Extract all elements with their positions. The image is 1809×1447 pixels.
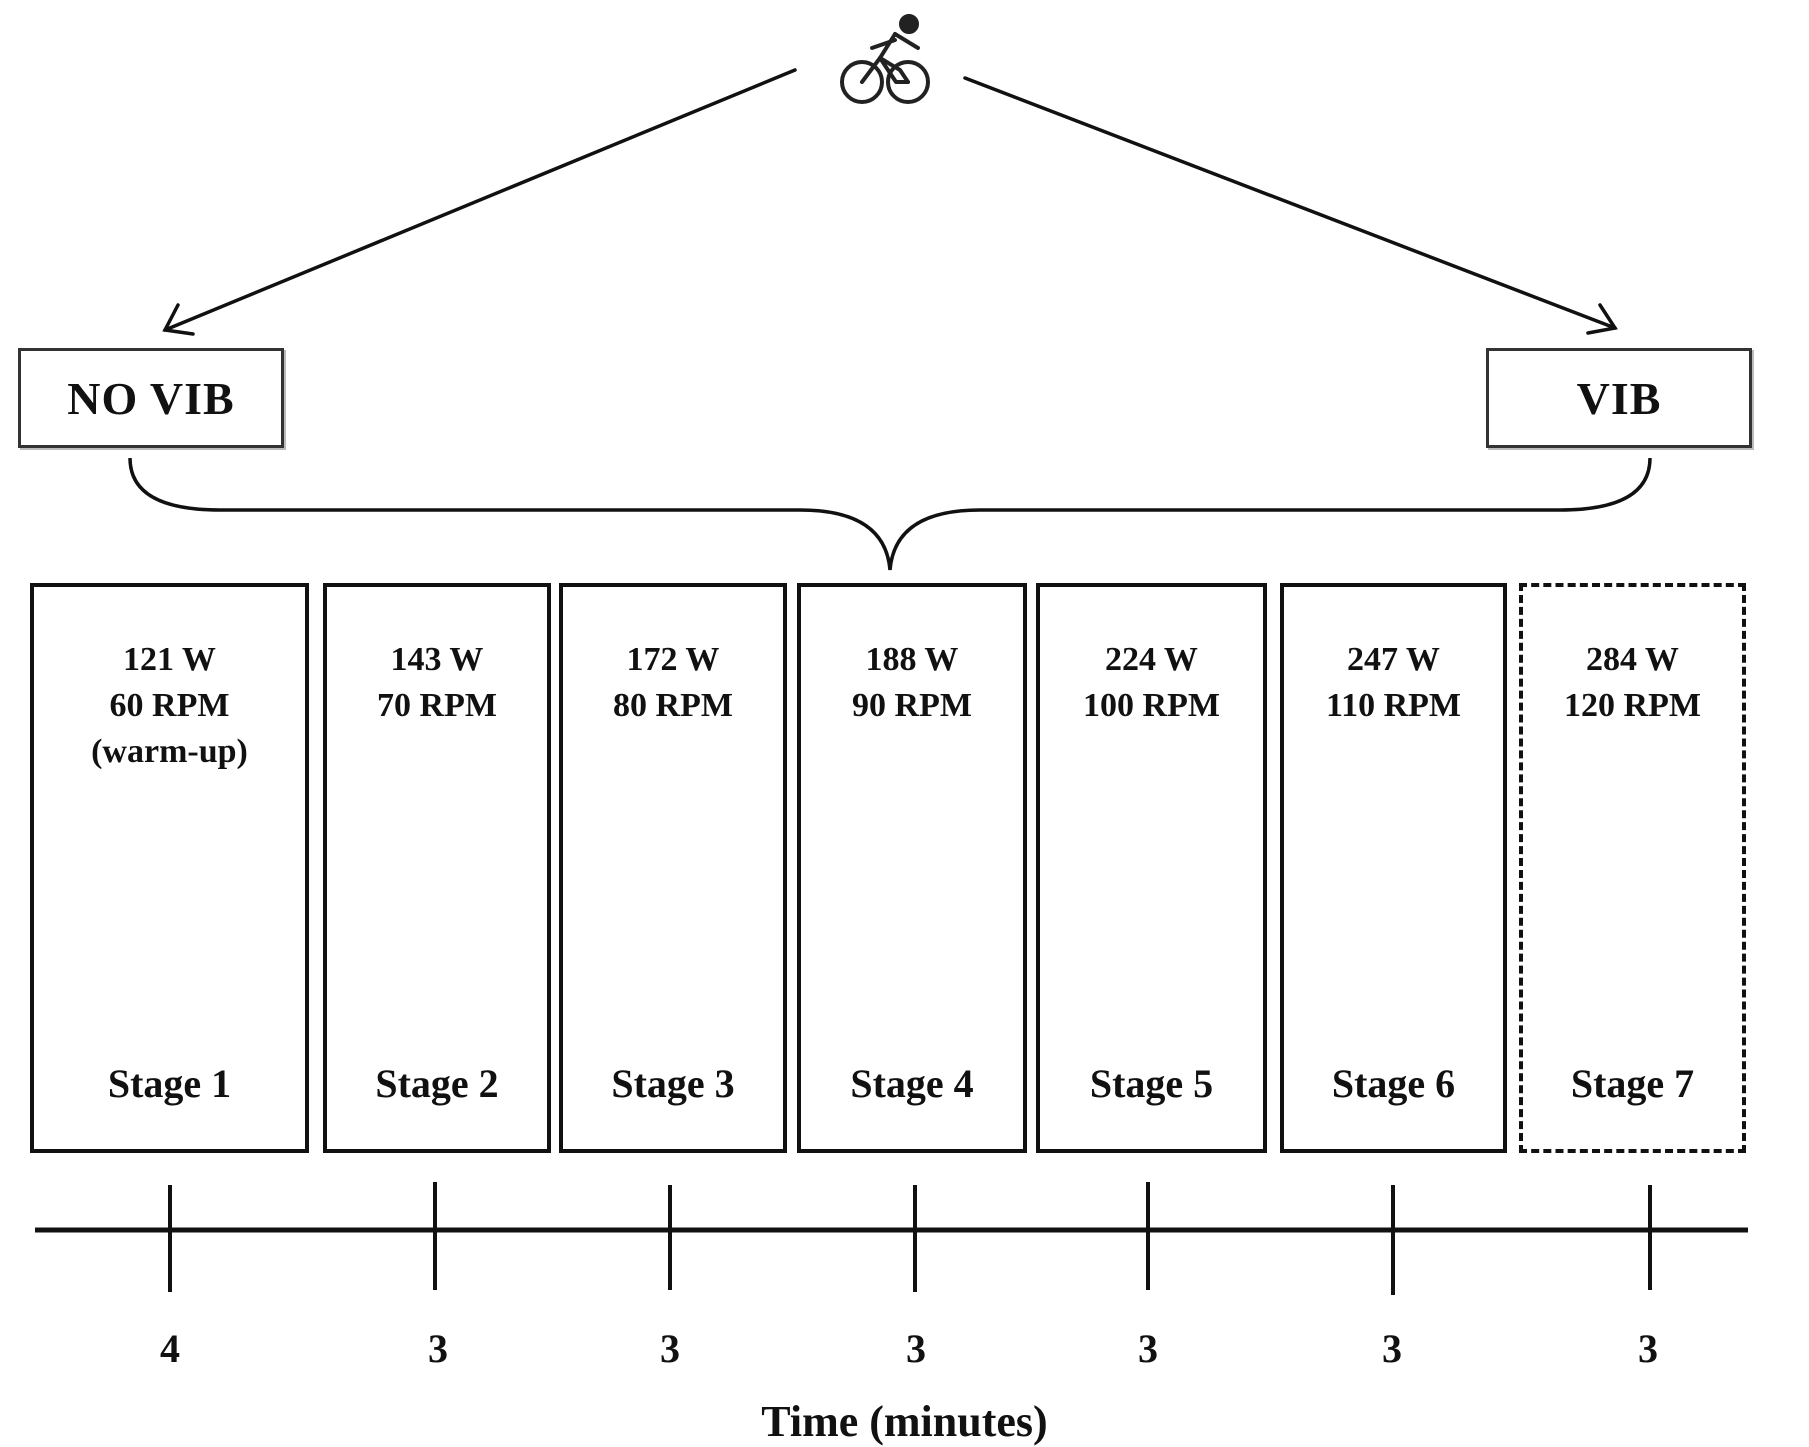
duration-label: 3 [1638,1326,1658,1371]
stage-box-7: 284 W 120 RPM Stage 7 [1519,583,1746,1153]
stage-label: Stage 3 [611,1061,735,1106]
duration-label: 3 [428,1326,448,1371]
stage-box-4: 188 W 90 RPM Stage 4 [797,583,1027,1153]
stage-box-2: 143 W 70 RPM Stage 2 [323,583,551,1153]
no-vib-label: NO VIB [67,372,235,424]
stage-power: 121 W [123,641,216,678]
stage-cadence: 70 RPM [377,687,497,724]
stage-power: 143 W [390,641,484,678]
curly-brace [128,457,1652,571]
stage-box-1: 121 W 60 RPM (warm-up) Stage 1 [30,583,309,1153]
stage-params: 284 W 120 RPM [1523,637,1742,729]
stage-power: 247 W [1347,641,1440,678]
stage-cadence: 80 RPM [613,687,733,724]
stage-params: 121 W 60 RPM (warm-up) [34,637,305,775]
stage-power: 172 W [626,641,720,678]
stage-params: 247 W 110 RPM [1284,637,1503,729]
stage-params: 172 W 80 RPM [563,637,783,729]
duration-label: 3 [906,1326,926,1371]
stage-label: Stage 2 [375,1061,499,1106]
axis-title: Time (minutes) [761,1397,1048,1446]
stage-box-6: 247 W 110 RPM Stage 6 [1280,583,1507,1153]
stage-label: Stage 1 [107,1061,232,1106]
stage-params: 224 W 100 RPM [1040,637,1263,729]
stage-label: Stage 7 [1570,1061,1695,1106]
no-vib-box: NO VIB [18,348,284,448]
vib-box: VIB [1486,348,1752,448]
left-arrow [162,68,797,336]
stage-box-3: 172 W 80 RPM Stage 3 [559,583,787,1153]
stage-note: (warm-up) [91,733,248,770]
cyclist-icon [840,14,930,104]
duration-label: 3 [1382,1326,1402,1371]
right-arrow [963,76,1618,335]
stage-label: Stage 6 [1331,1061,1456,1106]
vib-label: VIB [1576,372,1662,424]
stage-power: 224 W [1105,641,1198,678]
stage-label: Stage 5 [1089,1061,1214,1106]
stage-cadence: 100 RPM [1083,687,1220,724]
stage-params: 188 W 90 RPM [801,637,1023,729]
duration-label: 4 [160,1326,180,1371]
stage-box-5: 224 W 100 RPM Stage 5 [1036,583,1267,1153]
stage-params: 143 W 70 RPM [327,637,547,729]
stage-label: Stage 4 [850,1061,974,1106]
stage-cadence: 120 RPM [1564,687,1701,724]
stage-cadence: 110 RPM [1325,687,1462,724]
duration-label: 3 [660,1326,680,1371]
stage-power: 188 W [865,641,959,678]
stage-cadence: 60 RPM [109,687,230,724]
duration-label: 3 [1138,1326,1158,1371]
stage-cadence: 90 RPM [852,687,972,724]
stage-power: 284 W [1586,641,1679,678]
